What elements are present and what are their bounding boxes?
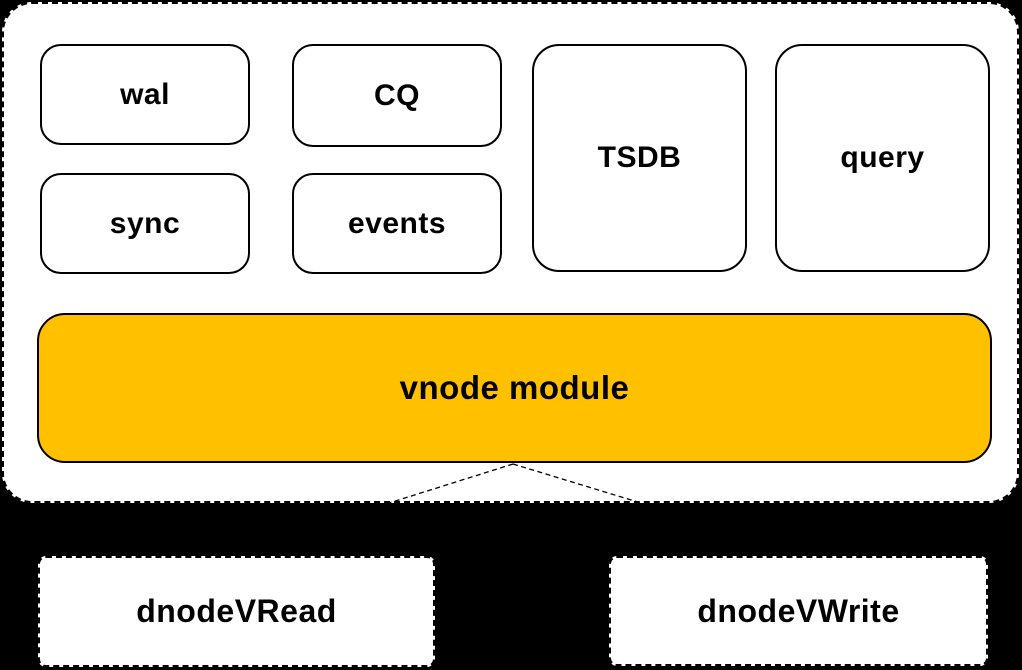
vnode-module-bar: vnode module	[37, 313, 992, 463]
module-label-events: events	[347, 206, 447, 240]
vnode-module-label: vnode module	[399, 369, 630, 406]
module-box-query: query	[775, 44, 990, 272]
module-label-query: query	[840, 141, 925, 174]
vnode-module-container: wal CQ sync events TSDB query vnode modu…	[2, 2, 1019, 503]
module-box-cq: CQ	[292, 44, 502, 147]
module-label-wal: wal	[120, 77, 170, 111]
dnode-vwrite-label: dnodeVWrite	[697, 592, 900, 629]
module-box-wal: wal	[40, 44, 250, 145]
dnode-vread-label: dnodeVRead	[136, 593, 337, 629]
module-label-tsdb: TSDB	[597, 141, 682, 174]
dnode-vread-box: dnodeVRead	[38, 556, 435, 667]
module-box-sync: sync	[40, 173, 250, 274]
module-label-cq: CQ	[374, 78, 420, 112]
module-label-sync: sync	[109, 206, 181, 240]
module-box-events: events	[292, 173, 502, 274]
dnode-vwrite-box: dnodeVWrite	[609, 556, 988, 666]
module-box-tsdb: TSDB	[532, 44, 747, 272]
